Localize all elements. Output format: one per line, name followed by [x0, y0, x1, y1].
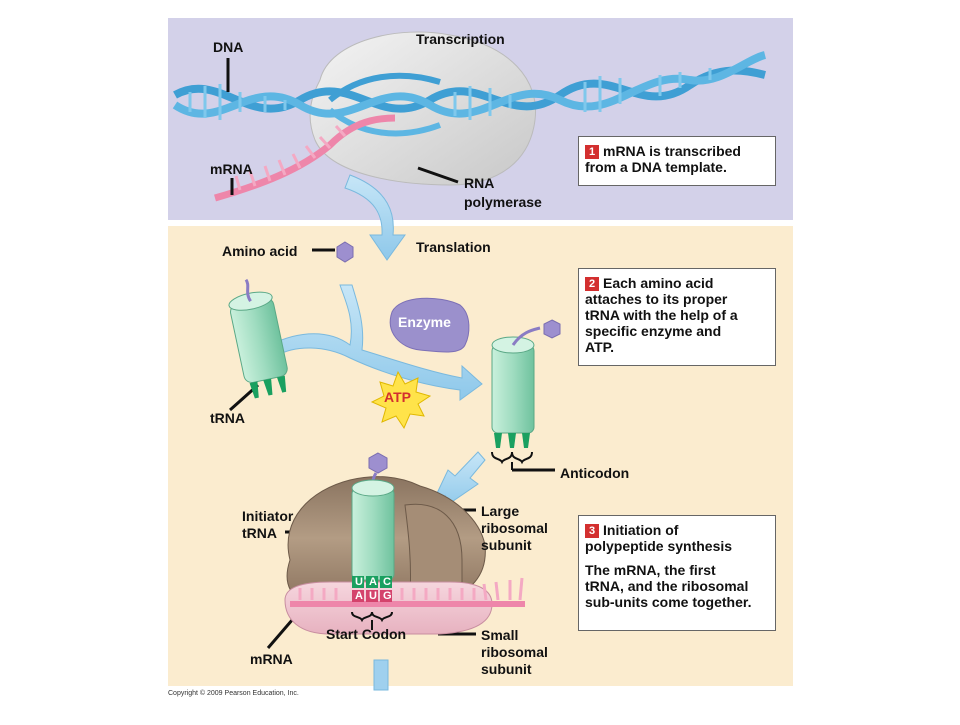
dna-helix: [172, 51, 767, 137]
rna-polymerase: [309, 31, 537, 186]
large-subunit-label-2: ribosomal: [481, 520, 548, 536]
mrna-top-label: mRNA: [210, 161, 253, 177]
step-2-badge: 2: [585, 277, 599, 291]
step-2-text-2: attaches to its proper: [585, 291, 728, 307]
mrna-strand-top: [214, 114, 396, 202]
small-subunit-label-2: ribosomal: [481, 644, 548, 660]
rna-polymerase-label-2: polymerase: [464, 194, 542, 210]
initiator-trna-label-1: Initiator: [242, 508, 294, 524]
large-subunit-label-1: Large: [481, 503, 520, 519]
step-2-text-5: ATP.: [585, 339, 615, 355]
amino-acid-hexagon: [336, 241, 354, 263]
step-3-badge: 3: [585, 524, 599, 538]
codon-letter-g: G: [383, 590, 392, 602]
start-codon-label: Start Codon: [326, 626, 407, 642]
step-1-box: 1 mRNA is transcribed from a DNA template…: [578, 136, 776, 186]
step-3-text-2: polypeptide synthesis: [585, 538, 733, 554]
rna-polymerase-label-1: RNA: [464, 175, 495, 191]
small-subunit-label-3: subunit: [481, 661, 532, 677]
copyright-notice: Copyright © 2009 Pearson Education, Inc.: [168, 690, 299, 697]
anticodon-label: Anticodon: [560, 465, 630, 481]
step-3-extra-3: sub-units come together.: [585, 594, 752, 610]
small-subunit-label-1: Small: [481, 627, 519, 643]
atp-label: ATP: [384, 389, 411, 405]
step-3-line-1: 3 Initiation of: [585, 522, 769, 538]
step-1-text-1: mRNA is transcribed: [603, 143, 741, 159]
step-1-badge: 1: [585, 145, 599, 159]
translation-title: Translation: [416, 239, 491, 255]
codon-letter-a: A: [355, 590, 363, 602]
anticodon-letter-u: U: [355, 576, 363, 588]
step-3-text-1: Initiation of: [603, 522, 679, 538]
flow-arrow-down: [344, 174, 406, 261]
amino-acid-label: Amino acid: [222, 243, 298, 259]
trna-left: [228, 278, 288, 399]
initiator-trna: [351, 452, 395, 630]
transcription-title: Transcription: [416, 31, 505, 47]
trna-label: tRNA: [210, 410, 245, 426]
mrna-bottom-label: mRNA: [250, 651, 293, 667]
atp-starburst: [370, 370, 432, 430]
step-3-extra-1: The mRNA, the first: [585, 562, 716, 578]
dna-label: DNA: [213, 39, 244, 55]
step-2-line-1: 2 Each amino acid: [585, 275, 769, 291]
step-2-text-4: specific enzyme and: [585, 323, 722, 339]
large-subunit-label-3: subunit: [481, 537, 532, 553]
trna-right: [491, 319, 561, 472]
step-3-box: 3 Initiation of polypeptide synthesis The…: [578, 515, 776, 631]
initiator-trna-label-2: tRNA: [242, 525, 277, 541]
codon-letter-u: U: [369, 590, 377, 602]
start-codon-bracket: [351, 611, 393, 623]
ribosome-groove: [404, 503, 463, 597]
flow-arrow-y: [269, 284, 483, 401]
step-3-extra-2: tRNA, and the ribosomal: [585, 578, 749, 594]
flow-arrow-exit: [373, 659, 389, 691]
enzyme-label: Enzyme: [398, 314, 451, 330]
step-1-text-2: from a DNA template.: [585, 159, 727, 175]
enzyme-blob: [389, 297, 470, 353]
mrna-strand-bottom: [290, 577, 525, 607]
step-2-text-1: Each amino acid: [603, 275, 714, 291]
anticodon-letter-c: C: [383, 576, 391, 588]
step-2-text-3: tRNA with the help of a: [585, 307, 738, 323]
step-1-line-1: 1 mRNA is transcribed: [585, 143, 769, 159]
anticodon-letter-a: A: [369, 576, 377, 588]
